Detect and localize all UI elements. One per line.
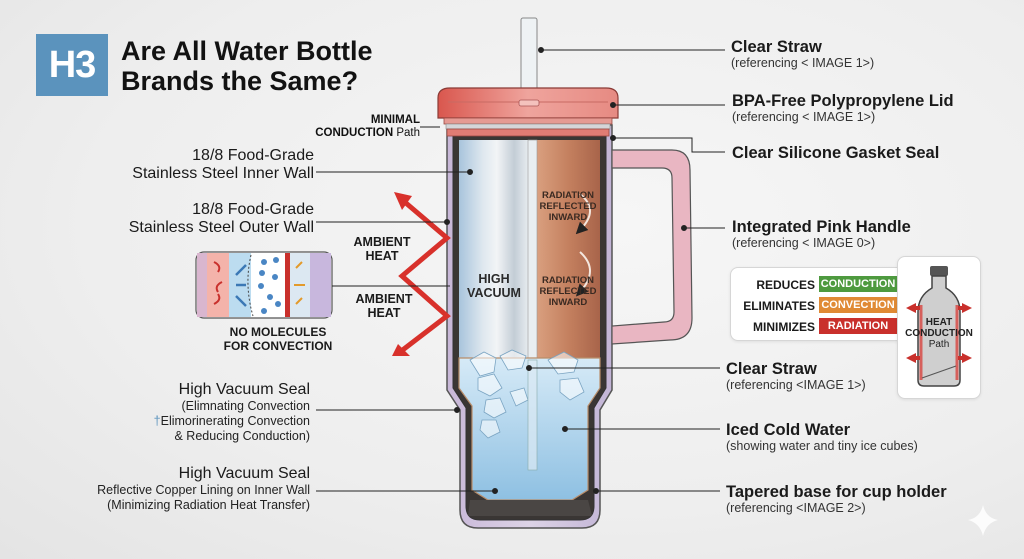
- leader-lines: [316, 47, 725, 494]
- label-heat-conduction-path: HEAT CONDUCTION Path: [905, 317, 973, 350]
- label-vacuum-seal-2: High Vacuum Seal Reflective Copper Linin…: [97, 465, 310, 512]
- label-ambient-heat-1: AMBIENT HEAT: [353, 235, 411, 263]
- label-handle: Integrated Pink Handle (referencing < IM…: [732, 218, 911, 250]
- label-radiation-reflected-1: RADIATION REFLECTED INWARD: [539, 190, 597, 223]
- label-minimal-conduction: MINIMAL CONDUCTION Path: [315, 114, 420, 139]
- label-vacuum-seal-1: High Vacuum Seal (Elimnating Convection …: [153, 381, 310, 443]
- vacuum-chamber: [459, 140, 528, 360]
- label-clear-straw-top: Clear Straw (referencing < IMAGE 1>): [731, 38, 875, 70]
- heat-arrowhead-down: [392, 344, 410, 356]
- label-radiation-reflected-2: RADIATION REFLECTED INWARD: [539, 275, 597, 308]
- label-outer-wall: 18/8 Food-Grade Stainless Steel Outer Wa…: [128, 201, 314, 236]
- gasket-threads: [443, 117, 613, 137]
- heat-arrowhead-up: [394, 192, 412, 210]
- legend-row-conduction: REDUCES CONDUCTION: [756, 276, 897, 292]
- legend-row-convection: ELIMINATES CONVECTION: [731, 297, 907, 315]
- convection-inset: [195, 251, 333, 319]
- label-lid: BPA-Free Polypropylene Lid (referencing …: [732, 92, 954, 124]
- title-line-1: Are All Water Bottle: [121, 36, 373, 66]
- legend-row-radiation: MINIMIZES RADIATION: [731, 318, 907, 336]
- label-high-vacuum: HIGH VACUUM: [467, 272, 521, 300]
- title-line-2: Brands the Same?: [121, 66, 359, 96]
- label-no-molecules: NO MOLECULES FOR CONVECTION: [223, 325, 333, 353]
- heading-badge: H3: [36, 34, 108, 96]
- copper-lining: [537, 140, 600, 360]
- label-iced-water: Iced Cold Water (showing water and tiny …: [726, 421, 918, 453]
- label-gasket: Clear Silicone Gasket Seal: [732, 144, 940, 162]
- heat-transfer-legend: REDUCES CONDUCTION ELIMINATES CONVECTION…: [730, 267, 906, 341]
- label-tapered-base: Tapered base for cup holder (referencing…: [726, 483, 947, 515]
- label-inner-wall: 18/8 Food-Grade Stainless Steel Inner Wa…: [132, 147, 314, 182]
- label-clear-straw-mid: Clear Straw (referencing <IMAGE 1>): [726, 360, 866, 392]
- sparkle-icon: [968, 505, 998, 536]
- handle-shape: [611, 149, 693, 345]
- radiation-arrows: [575, 193, 591, 297]
- page-title: Are All Water Bottle Brands the Same?: [121, 36, 373, 96]
- label-ambient-heat-2: AMBIENT HEAT: [355, 292, 413, 320]
- ambient-heat-arrows: [398, 196, 451, 354]
